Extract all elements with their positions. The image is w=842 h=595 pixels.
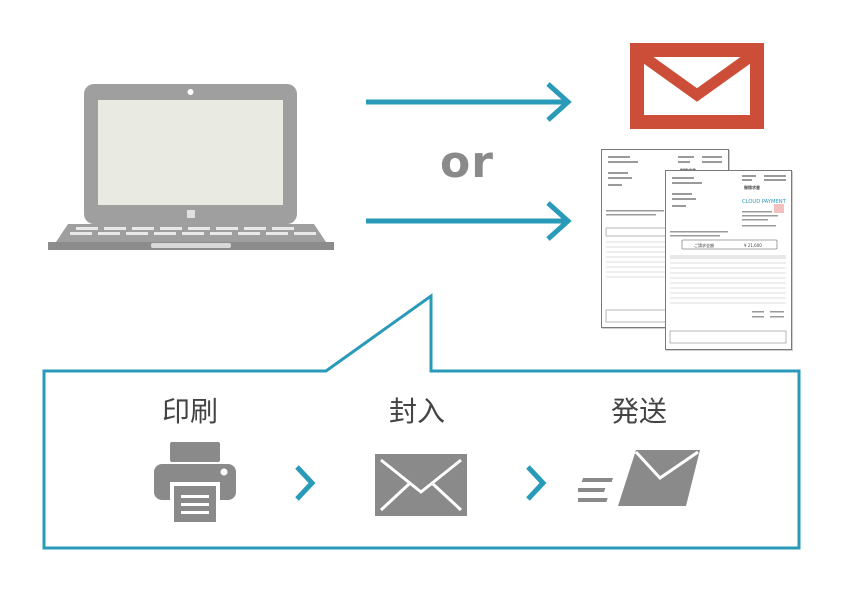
brand-logo-text: CLOUD PAYMENT — [742, 199, 787, 205]
email-icon — [630, 43, 764, 129]
step-label-send: 発送 — [611, 395, 668, 428]
invoice-front-title: 御請求書 — [743, 184, 760, 190]
invoice-document-front: 御請求書 CLOUD PAYMENT ご請求金額 ¥ 21,600 — [665, 170, 792, 350]
sending-envelope-icon — [578, 450, 700, 506]
arrow-to-email-icon — [366, 82, 572, 122]
arrow-to-paper-icon — [366, 201, 572, 241]
laptop-icon — [48, 84, 334, 250]
printer-icon — [154, 442, 236, 526]
or-label: or — [440, 137, 494, 188]
total-label: ご請求金額 — [694, 242, 714, 248]
step-label-print: 印刷 — [162, 395, 219, 428]
envelope-icon — [375, 454, 467, 516]
total-amount: ¥ 21,600 — [744, 243, 762, 248]
step-label-enclose: 封入 — [389, 395, 446, 428]
chevron-right-icon — [295, 465, 316, 501]
chevron-right-icon — [526, 465, 547, 501]
